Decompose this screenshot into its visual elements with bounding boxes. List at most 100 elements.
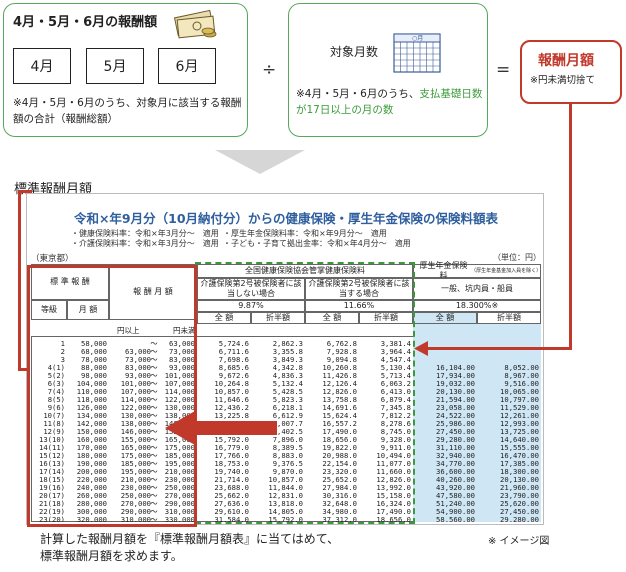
table-cell: 180,000 xyxy=(76,451,107,460)
table-cell: 88,000 xyxy=(81,363,107,372)
table-cell: 9,328.0 xyxy=(380,435,411,444)
std-bracket-top xyxy=(18,190,32,193)
table-cell: 9,094.8 xyxy=(326,355,357,364)
table-cell: 185,000 xyxy=(120,459,151,468)
table-cell: 27,984.0 xyxy=(322,483,357,492)
table-cell: 25,652.0 xyxy=(322,475,357,484)
std-bracket-bottom xyxy=(18,368,30,371)
range-tilde: ～ xyxy=(150,507,158,516)
table-cell: 8,745.0 xyxy=(380,427,411,436)
table-cell: 6,063.2 xyxy=(380,379,411,388)
all1-header: 全 額 xyxy=(197,312,251,324)
table-cell: 195,000 xyxy=(120,467,151,476)
table-cell: 210,000 xyxy=(120,475,151,484)
kousei-subtitle: （厚生年金基金加入員を除く） xyxy=(471,268,542,274)
table-cell: 8,685.6 xyxy=(218,363,249,372)
table-cell: 5,724.6 xyxy=(218,339,249,348)
table-cell: 58,560.00 xyxy=(436,515,475,522)
month-count-title: 対象月数 xyxy=(330,45,379,59)
table-cell: 165,000 xyxy=(120,443,151,452)
table-cell: 18,656.0 xyxy=(322,435,357,444)
table-cell: 19(16) xyxy=(39,483,65,492)
table-cell: 185,000 xyxy=(164,451,195,460)
total-pay-note: ※4月・5月・6月のうち、対象月に該当する報酬額の合計（報酬総額） xyxy=(13,97,242,125)
month-count-note: ※4月・5月・6月のうち、支払基礎日数が17日以上の月の数 xyxy=(296,86,486,118)
table-cell: 290,000 xyxy=(164,499,195,508)
arrow-left-small-icon xyxy=(414,341,428,356)
table-cell: 240,000 xyxy=(76,483,107,492)
table-cell: 78,000 xyxy=(81,355,107,364)
table-cell: 12(9) xyxy=(43,427,65,436)
calendar-icon xyxy=(393,33,441,73)
monthly-pay-box xyxy=(520,40,622,104)
range-tilde: ～ xyxy=(150,355,158,364)
table-cell: 122,000 xyxy=(164,395,195,404)
table-cell: 13,725.00 xyxy=(500,427,539,436)
table-cell: 16(13) xyxy=(39,459,65,468)
table-cell: 6,612.9 xyxy=(272,411,303,420)
general-header: 一般、坑内員・船員 xyxy=(413,278,541,300)
table-cell: 16,557.2 xyxy=(322,419,357,428)
connector-horizontal xyxy=(425,347,572,350)
table-cell: 165,000 xyxy=(164,435,195,444)
table-cell: 6,879.4 xyxy=(380,395,411,404)
table-cell: 15,624.4 xyxy=(322,411,357,420)
table-cell: 24,522.00 xyxy=(436,411,475,420)
table-cell: 3,381.4 xyxy=(380,339,411,348)
range-tilde: ～ xyxy=(150,419,158,428)
range-tilde: ～ xyxy=(150,395,158,404)
range-tilde: ～ xyxy=(150,443,158,452)
table-cell: 29,280.00 xyxy=(436,435,475,444)
table-cell: 170,000 xyxy=(76,443,107,452)
table-title: 令和×年9月分（10月納付分）からの健康保険・厚生年金保険の保険料額表 xyxy=(73,211,499,226)
table-cell: 175,000 xyxy=(164,443,195,452)
month-may-box: 5月 xyxy=(86,48,144,84)
table-cell: 22(19) xyxy=(39,507,65,516)
table-cell: 20,130.00 xyxy=(500,475,539,484)
table-cell: 21,960.00 xyxy=(500,483,539,492)
table-cell: 8,883.0 xyxy=(272,451,303,460)
table-cell: 25,986.00 xyxy=(436,419,475,428)
table-cell: 310,000 xyxy=(164,507,195,516)
table-cell: 300,000 xyxy=(76,507,107,516)
month-count-box xyxy=(288,3,488,137)
note-text-pre: ※4月・5月・6月のうち、 xyxy=(296,88,420,100)
from-header: 円以上 xyxy=(117,326,140,335)
table-cell: 27,636.0 xyxy=(214,499,249,508)
table-cell: 114,000 xyxy=(120,395,151,404)
table-cell: 130,000 xyxy=(164,403,195,412)
divide-sign: ÷ xyxy=(262,60,277,80)
table-cell: 230,000 xyxy=(164,475,195,484)
money-icon xyxy=(173,9,217,39)
table-cell: 138,000 xyxy=(120,419,151,428)
table-cell: 3,964.4 xyxy=(380,347,411,356)
range-tilde: ～ xyxy=(150,459,158,468)
table-cell: 22,154.0 xyxy=(322,459,357,468)
table-cell: 270,000 xyxy=(164,491,195,500)
equals-sign: = xyxy=(496,60,511,80)
range-tilde: ～ xyxy=(150,451,158,460)
total-pay-box xyxy=(3,3,248,137)
table-cell: 8,967.00 xyxy=(504,371,539,380)
table-cell: 25,662.0 xyxy=(214,491,249,500)
table-cell: 43,920.00 xyxy=(436,483,475,492)
rate1-header: 9.87% xyxy=(197,300,305,312)
table-cell: 6,413.0 xyxy=(380,387,411,396)
table-cell: 93,000 xyxy=(125,371,151,380)
table-cell: 17,934.00 xyxy=(436,371,475,380)
table-cell: 16,324.0 xyxy=(376,499,411,508)
table-cell: 4,836.3 xyxy=(272,371,303,380)
table-cell: 8,052.00 xyxy=(504,363,539,372)
total-pay-title: 4月・5月・6月の報酬額 xyxy=(13,15,158,30)
table-cell: 40,260.00 xyxy=(436,475,475,484)
table-cell: 83,000 xyxy=(169,355,195,364)
table-cell: 63,000 xyxy=(125,347,151,356)
rate-line-3: ・介護保険料率：令和×年3月分～ 適用 xyxy=(71,239,219,248)
month-april-box: 4月 xyxy=(13,48,71,84)
table-cell: 19,032.00 xyxy=(436,379,475,388)
